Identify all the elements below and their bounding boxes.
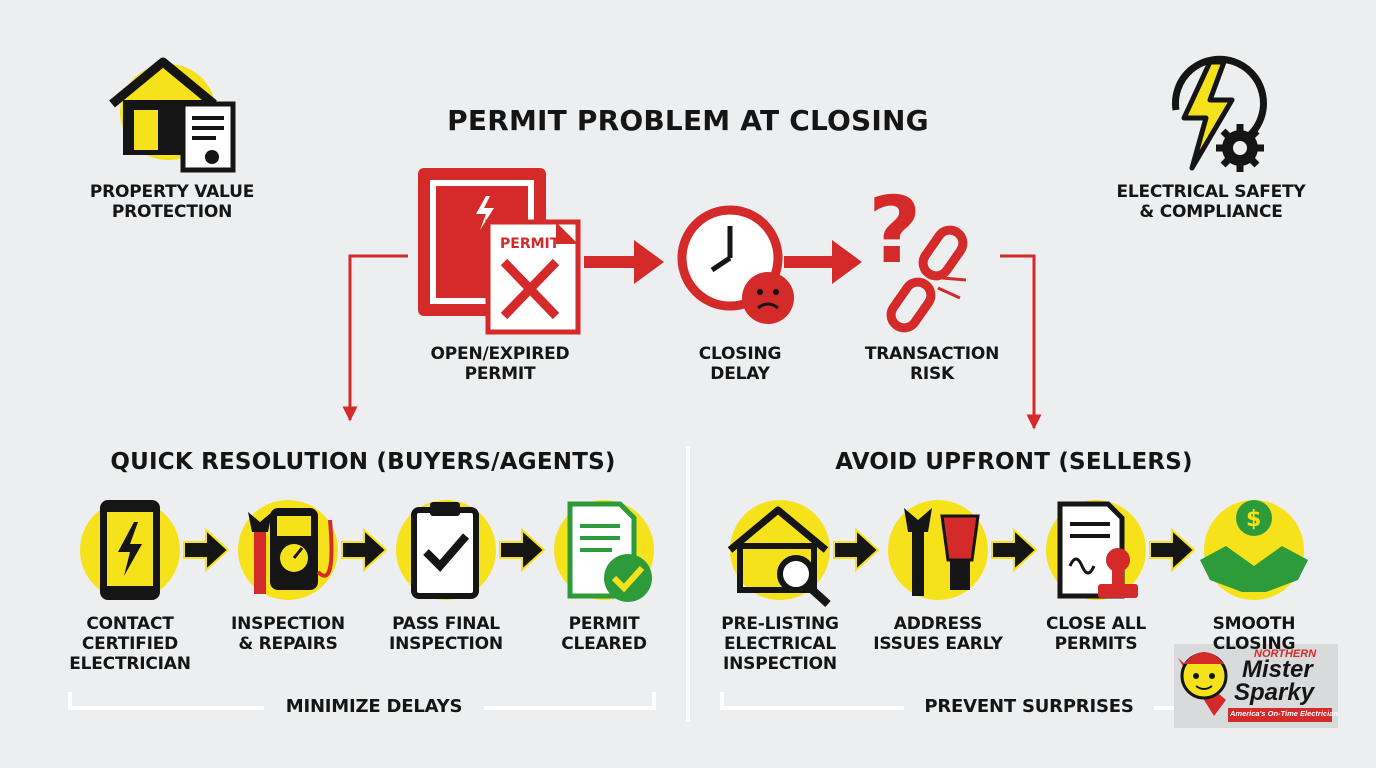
buyers-step-4-label: PERMIT CLEARED xyxy=(561,614,647,654)
permit-badge-text: PERMIT xyxy=(500,236,560,252)
sellers-step-arrow-1 xyxy=(833,527,880,573)
buyers-step-2-label: INSPECTION & REPAIRS xyxy=(231,614,345,654)
buyers-step-arrow-3 xyxy=(499,527,546,573)
logo-line3: Sparky xyxy=(1234,679,1315,706)
house-with-certificate-icon xyxy=(109,57,236,173)
sellers-step-arrow-3 xyxy=(1149,527,1196,573)
wrench-connector-icon xyxy=(888,500,988,600)
problem-label-permit: OPEN/EXPIRED PERMIT xyxy=(430,344,570,384)
buyers-step-arrows xyxy=(183,527,546,573)
connector-to-sellers xyxy=(1000,254,1042,430)
buyers-footer: MINIMIZE DELAYS xyxy=(264,696,484,718)
chain-arrow-1 xyxy=(584,240,664,284)
sellers-footer: PREVENT SURPRISES xyxy=(904,696,1154,718)
buyers-heading: QUICK RESOLUTION (BUYERS/AGENTS) xyxy=(110,449,616,475)
logo-line2: Mister xyxy=(1242,656,1313,683)
corner-right-label: ELECTRICAL SAFETY & COMPLIANCE xyxy=(1116,182,1306,222)
document-stamp-icon xyxy=(1046,500,1146,600)
buyers-step-arrow-2 xyxy=(341,527,388,573)
sellers-step-arrow-2 xyxy=(991,527,1038,573)
sellers-step-4-label: SMOOTH CLOSING xyxy=(1212,614,1296,654)
sellers-step-1-label: PRE-LISTING ELECTRICAL INSPECTION xyxy=(721,614,839,674)
problem-label-delay: CLOSING DELAY xyxy=(698,344,782,384)
page-title: PERMIT PROBLEM AT CLOSING xyxy=(447,104,929,137)
sellers-heading: AVOID UPFRONT (SELLERS) xyxy=(835,449,1193,475)
sellers-step-2-label: ADDRESS ISSUES EARLY xyxy=(873,614,1003,654)
sellers-step-3-label: CLOSE ALL PERMITS xyxy=(1046,614,1146,654)
problem-label-risk: TRANSACTION RISK xyxy=(864,344,1000,384)
buyers-step-1-label: CONTACT CERTIFIED ELECTRICIAN xyxy=(69,614,191,674)
buyers-step-arrow-1 xyxy=(183,527,230,573)
chain-arrow-2 xyxy=(784,240,862,284)
house-magnifier-icon xyxy=(727,500,831,607)
question-broken-chain-icon: ? xyxy=(868,177,968,333)
logo-tagline: America's On-Time Electrician xyxy=(1230,709,1338,718)
document-check-icon xyxy=(554,500,654,602)
clock-sad-face-icon xyxy=(677,205,794,324)
buyers-step-3-label: PASS FINAL INSPECTION xyxy=(389,614,503,654)
lightning-gear-icon xyxy=(1172,55,1267,172)
connector-to-buyers xyxy=(342,254,408,422)
logo-line1: NORTHERN xyxy=(1254,648,1317,660)
sellers-step-arrows xyxy=(833,527,1196,573)
svg-text:$: $ xyxy=(1246,507,1261,532)
clipboard-check-icon xyxy=(396,500,496,600)
phone-lightning-icon xyxy=(80,500,180,600)
svg-text:?: ? xyxy=(868,177,921,284)
mister-sparky-logo xyxy=(1174,644,1338,728)
wrench-multimeter-icon xyxy=(238,500,338,600)
electrical-panel-permit-icon: PERMIT xyxy=(418,168,581,335)
corner-left-label: PROPERTY VALUE PROTECTION xyxy=(89,182,255,222)
handshake-dollar-icon: $ xyxy=(1200,500,1308,600)
